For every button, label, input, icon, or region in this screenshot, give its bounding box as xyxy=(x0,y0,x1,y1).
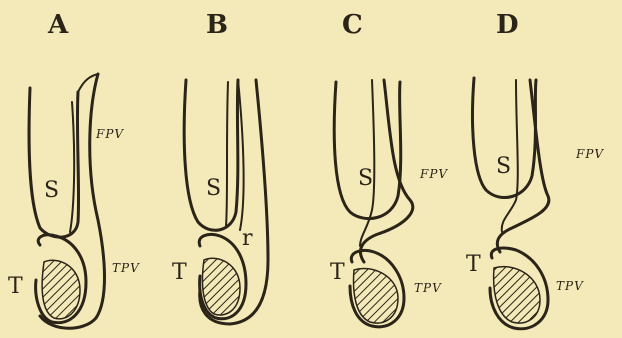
panel-d-letter: D xyxy=(496,12,519,38)
panel-c-sac-outline xyxy=(334,82,401,219)
panel-c-label-s: S xyxy=(358,168,373,190)
panel-c-letter: C xyxy=(342,12,363,38)
panel-b-sac-outline xyxy=(184,80,238,230)
panel-b-letter: B xyxy=(206,12,228,38)
panel-c-label-upper: FPV xyxy=(420,168,448,180)
panel-a-letter: A xyxy=(48,12,68,38)
panel-d-drawing xyxy=(473,78,549,329)
panel-b-testis xyxy=(202,258,240,315)
panel-c-drawing xyxy=(334,80,413,327)
panel-b-label-t: T xyxy=(172,262,187,284)
panel-b-drawing xyxy=(184,80,268,324)
panel-c-label-lower: TPV xyxy=(414,282,442,294)
panel-d-testis xyxy=(494,267,540,323)
panel-c-label-t: T xyxy=(330,262,345,284)
panel-a-label-t: T xyxy=(8,276,23,298)
panel-d-label-s: S xyxy=(496,156,511,178)
panel-c-inner-wall xyxy=(360,80,374,246)
panel-a-sac-outline xyxy=(29,88,79,237)
panel-b-inner-wall xyxy=(226,80,244,230)
panel-c-testis xyxy=(354,268,398,323)
panel-a-drawing xyxy=(29,74,104,328)
panel-a-label-lower: TPV xyxy=(112,262,140,274)
panel-a-label-s: S xyxy=(44,180,59,202)
panel-b-label-r: r xyxy=(242,228,253,250)
panel-a-testis xyxy=(42,260,80,319)
panel-a-label-upper: FPV xyxy=(96,128,124,140)
panel-b-label-s: S xyxy=(206,178,221,200)
panel-d-sac-outline xyxy=(473,78,537,198)
panel-d-label-t: T xyxy=(466,254,481,276)
panel-d-label-lower: TPV xyxy=(556,280,584,292)
panel-d-label-upper: FPV xyxy=(576,148,604,160)
